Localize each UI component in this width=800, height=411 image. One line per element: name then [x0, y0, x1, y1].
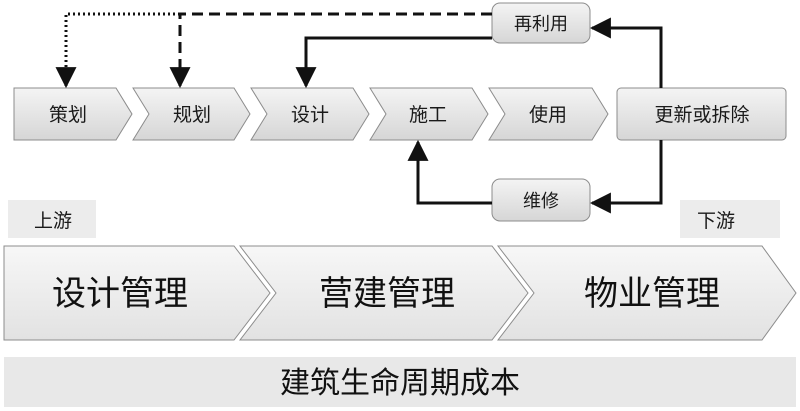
- stage-construction: 施工: [369, 87, 489, 141]
- maintenance-label: 维修: [523, 191, 559, 212]
- arrow-reuse-to-design: [295, 36, 492, 89]
- stage-design-label: 设计: [291, 104, 329, 126]
- stage-plan: 策划: [13, 87, 133, 141]
- arrow-planning-to-plan: [55, 12, 180, 89]
- arrow-maintenance-to-construction: [407, 139, 492, 205]
- stage-construction-label: 施工: [409, 104, 447, 126]
- band-construction-mgmt-label: 营建管理: [319, 274, 455, 314]
- stage-renew: 更新或拆除: [616, 87, 787, 141]
- band-property-mgmt-label: 物业管理: [584, 274, 720, 314]
- band-construction-mgmt: 营建管理: [238, 245, 529, 341]
- downstream-label: 下游: [697, 210, 735, 232]
- upstream-marker: 上游: [8, 200, 96, 238]
- upstream-label: 上游: [34, 210, 72, 232]
- arrow-reuse-to-planning: [169, 12, 492, 89]
- stage-plan-label: 策划: [49, 104, 87, 126]
- lifecycle-cost-label: 建筑生命周期成本: [280, 366, 520, 401]
- reuse-box: 再利用: [491, 2, 591, 44]
- stage-use: 使用: [488, 87, 609, 141]
- downstream-marker: 下游: [680, 200, 780, 238]
- arrow-renew-to-maintenance: [589, 140, 663, 214]
- band-design-mgmt: 设计管理: [3, 245, 271, 341]
- band-property-mgmt: 物业管理: [496, 245, 797, 341]
- lifecycle-cost-bar: 建筑生命周期成本: [4, 357, 796, 407]
- arrow-renew-to-reuse: [589, 17, 663, 88]
- maintenance-box: 维修: [491, 178, 591, 222]
- band-design-mgmt-label: 设计管理: [52, 274, 188, 314]
- stage-use-label: 使用: [529, 104, 567, 126]
- stage-planning: 规划: [132, 87, 251, 141]
- stage-renew-label: 更新或拆除: [654, 104, 749, 126]
- reuse-label: 再利用: [514, 14, 568, 35]
- stage-planning-label: 规划: [173, 104, 211, 126]
- stage-design: 设计: [250, 87, 370, 141]
